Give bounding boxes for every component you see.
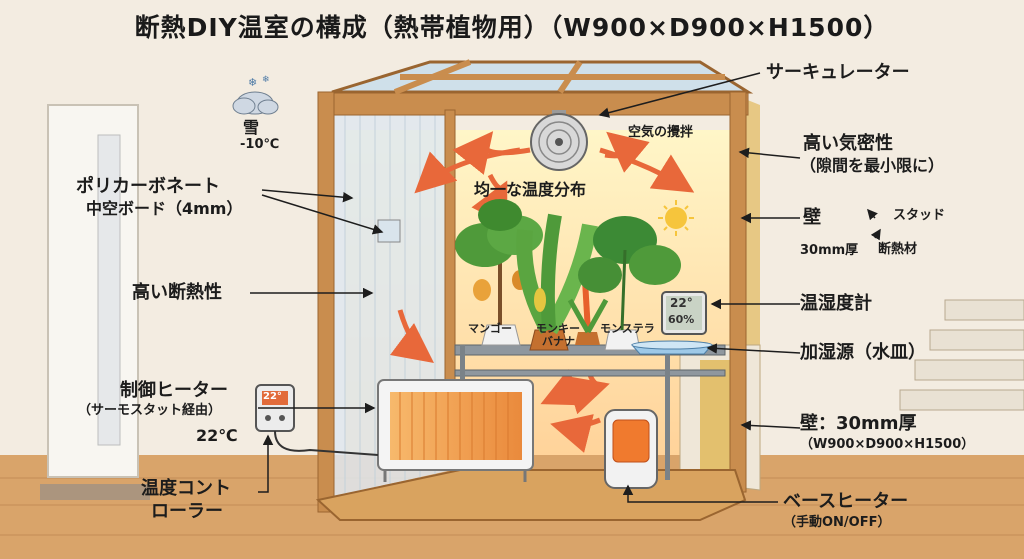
banana-plant bbox=[516, 213, 598, 351]
hygrometer-device bbox=[661, 291, 707, 335]
control-heater-label: 制御ヒーター bbox=[120, 380, 228, 401]
air-mix-label: 空気の攪拌 bbox=[628, 125, 694, 140]
base-heater-label: ベースヒーター bbox=[783, 491, 909, 512]
hygrometer-temp-display: 22° bbox=[670, 296, 693, 310]
uniform-temp-label: 均一な温度分布 bbox=[474, 180, 587, 199]
wall2-label: 壁：30mm厚 bbox=[800, 413, 917, 434]
wall-thickness-label: 30mm厚 bbox=[800, 243, 859, 258]
controller-sub-label: ローラー bbox=[151, 501, 223, 522]
roof-beam-front bbox=[331, 91, 749, 116]
svg-text:❄: ❄ bbox=[248, 76, 257, 89]
mango-label: マンゴー bbox=[468, 322, 512, 335]
leader-lines bbox=[250, 72, 881, 503]
monstera-label: モンステラ bbox=[600, 322, 655, 335]
stairs bbox=[899, 299, 1024, 411]
room-door bbox=[47, 104, 139, 478]
water-dish bbox=[630, 340, 714, 355]
airtight-sub-label: （隙間を最小限に） bbox=[800, 156, 945, 175]
controller-label: 温度コント bbox=[141, 478, 231, 499]
hygrometer-label: 温湿度計 bbox=[800, 293, 872, 314]
circulator-fan bbox=[530, 110, 588, 171]
banana-label: モンキー bbox=[536, 322, 580, 335]
panel-heater bbox=[377, 379, 534, 482]
banana-label-2: バナナ bbox=[542, 335, 575, 348]
stud-label: スタッド bbox=[893, 208, 946, 223]
airtight-label: 高い気密性 bbox=[803, 133, 893, 154]
post-front-left bbox=[317, 91, 335, 513]
sun-icon bbox=[658, 200, 694, 236]
door-window bbox=[97, 134, 121, 446]
wall-label: 壁 bbox=[803, 207, 821, 228]
airflow-arrows bbox=[390, 131, 695, 453]
svg-text:❄: ❄ bbox=[262, 75, 270, 85]
weather-temp: -10℃ bbox=[240, 137, 280, 152]
base-heater-sub-label: （手動ON/OFF） bbox=[783, 515, 891, 530]
high-insulation-label: 高い断熱性 bbox=[132, 282, 222, 303]
door-mat bbox=[40, 484, 150, 500]
thermostat-display: 22° bbox=[263, 391, 282, 402]
monstera-plant bbox=[578, 216, 681, 351]
insulation-label: 断熱材 bbox=[878, 242, 918, 257]
polycarb-sub-label: 中空ボード（4mm） bbox=[86, 199, 243, 218]
wall2-dims-label: （W900×D900×H1500） bbox=[800, 437, 975, 452]
snow-cloud-icon: ❄ ❄ bbox=[232, 75, 279, 115]
hygrometer-humidity-display: 60% bbox=[668, 313, 695, 326]
page-title: 断熱DIY温室の構成（熱帯植物用）（W900×D900×H1500） bbox=[134, 13, 890, 42]
bromeliad-plant bbox=[567, 279, 609, 345]
heater-temp-label: 22℃ bbox=[196, 426, 238, 445]
control-heater-sub-label: （サーモスタット経由） bbox=[78, 403, 222, 418]
base-heater bbox=[604, 409, 658, 489]
insulation-layer bbox=[700, 360, 730, 480]
weather-label: 雪 bbox=[243, 118, 260, 137]
humidifier-label: 加湿源（水皿） bbox=[800, 342, 926, 363]
polycarb-label: ポリカーボネート bbox=[76, 176, 220, 197]
circulator-label: サーキュレーター bbox=[766, 62, 910, 83]
